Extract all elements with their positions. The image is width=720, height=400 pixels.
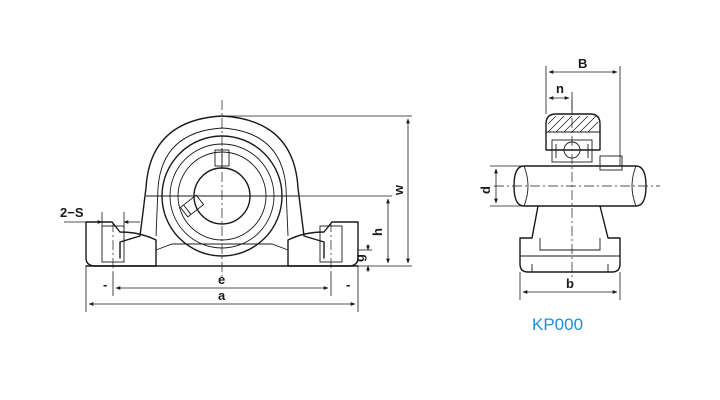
label-2-s: 2−S: [60, 205, 84, 220]
model-number: KP000: [532, 315, 583, 334]
label-a: a: [218, 288, 226, 303]
side-base-feet: [531, 264, 609, 272]
bearing-hatching: [547, 115, 599, 133]
side-view: B n d b KP000: [478, 56, 660, 334]
shaft-end-right: [631, 165, 637, 207]
set-screw-collar: [599, 155, 623, 171]
label-h: h: [370, 228, 385, 236]
label-e: e: [218, 272, 225, 287]
set-screw: [179, 194, 205, 218]
label-minus-left: -: [103, 277, 107, 292]
base-foot-left: [85, 221, 157, 267]
bearing-insert-outline: [545, 113, 601, 151]
label-w: w: [391, 184, 406, 196]
label-n: n: [556, 81, 564, 96]
side-housing: [519, 205, 621, 273]
side-base-inner: [539, 238, 601, 251]
base-foot-right: [287, 221, 359, 267]
label-b: b: [566, 276, 574, 291]
front-view: 2−S e - - a h g w: [60, 100, 412, 312]
shaft-end-left: [523, 165, 529, 207]
label-B: B: [578, 56, 587, 71]
label-minus-right: -: [346, 277, 350, 292]
label-g: g: [352, 254, 367, 262]
label-d: d: [478, 186, 493, 194]
